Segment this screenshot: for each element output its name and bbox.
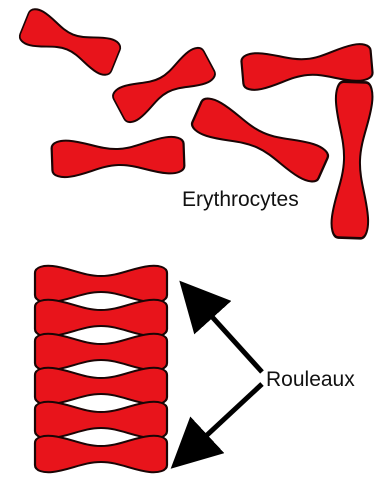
erythrocyte-cell (331, 81, 373, 238)
rouleaux-cell (35, 436, 167, 472)
rouleaux-cell (35, 368, 167, 404)
arrow-down (178, 384, 262, 462)
rouleaux-cell (35, 300, 167, 336)
erythrocyte-cell (18, 7, 123, 78)
rouleaux-cell (35, 266, 167, 302)
erythrocyte-cell (190, 95, 331, 184)
erythrocytes-label: Erythrocytes (182, 188, 299, 211)
arrow-up (186, 288, 262, 372)
rouleaux-cell (35, 402, 167, 438)
rouleaux-stack (35, 266, 167, 472)
rouleaux-cell (35, 334, 167, 370)
rouleaux-label: Rouleaux (266, 368, 355, 391)
erythrocyte-cell (51, 136, 184, 177)
